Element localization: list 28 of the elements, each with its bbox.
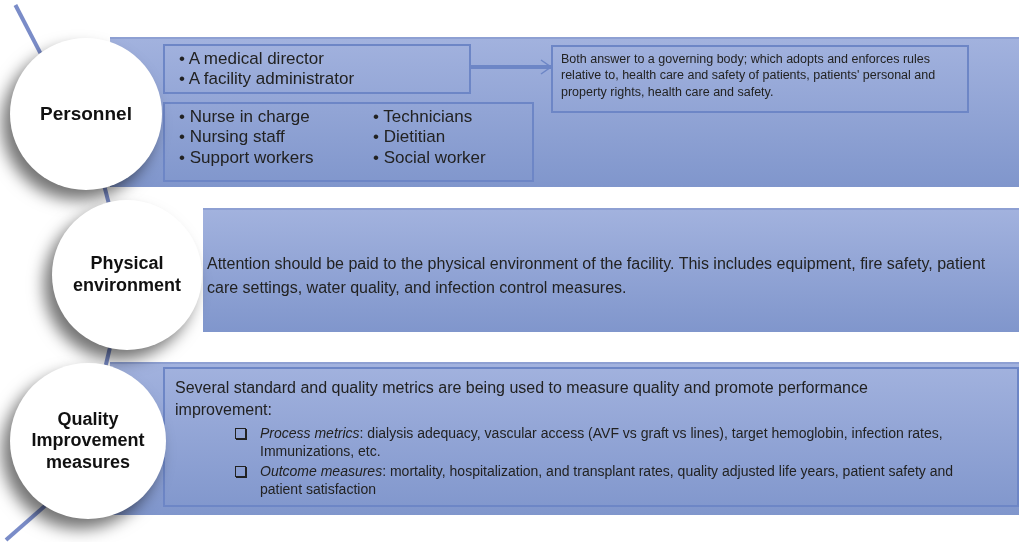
list-item: • Nurse in charge	[179, 107, 311, 128]
category-title: Physical environment	[72, 253, 182, 297]
arrow	[471, 59, 552, 75]
description-text: Attention should be paid to the physical environment of the facility. This includes equipment, fire safety, patient care settings, water quality, and infection control measures.	[207, 254, 987, 298]
list-box	[163, 44, 471, 94]
connector-line	[13, 4, 43, 55]
note-box	[551, 45, 969, 113]
category-circle	[10, 38, 162, 190]
category-circle	[10, 363, 166, 519]
connector-line	[4, 504, 47, 542]
list-item: • Support workers	[179, 147, 315, 169]
note-text: Both answer to a governing body; which adopts and enforces rules relative to, health care and safety of patients, patients' personal and property rights, health care and safety.	[561, 51, 937, 100]
metric-item: Process metrics: dialysis adequacy, vascular access (AVF vs graft vs lines), target hemoglobin, infection rates, Immunizations, etc.	[260, 423, 944, 461]
category-circle	[52, 200, 202, 350]
list-item: • A medical director	[179, 49, 325, 70]
category-title: Personnel	[39, 102, 133, 126]
list-item: • Technicians	[373, 107, 474, 128]
band-panel	[203, 208, 1019, 332]
connector-line	[103, 347, 112, 366]
list-box	[163, 102, 534, 182]
list-item: • Nursing staff	[179, 127, 286, 148]
list-item: • Dietitian	[373, 127, 447, 148]
list-item: • Social worker	[373, 147, 486, 169]
connector-line	[102, 187, 111, 203]
list-item: • A facility administrator	[179, 69, 356, 90]
category-title: Quality Improvement measures	[30, 408, 146, 474]
intro-text: Several standard and quality metrics are being used to measure quality and promote performance improvement:	[175, 378, 869, 421]
metric-item: Outcome measures: mortality, hospitalization, and transplant rates, quality adjusted life years, patient safety and patient satisfaction	[260, 462, 955, 499]
